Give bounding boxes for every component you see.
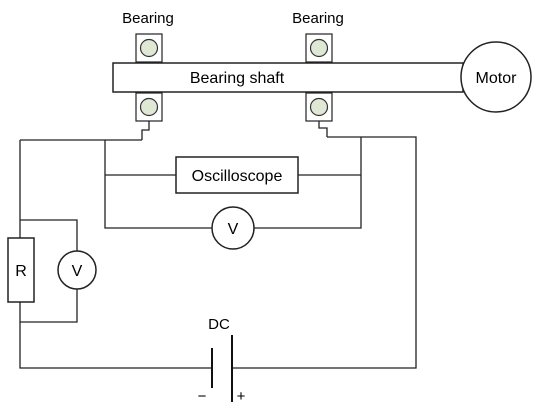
resistor (7, 237, 35, 303)
voltmeter-shaft (211, 206, 255, 250)
bearing-shaft-label: Bearing shaft (190, 70, 285, 87)
motor (460, 41, 532, 113)
dc-label: DC (208, 316, 230, 333)
bearing-bottom-right (305, 92, 333, 122)
bearing-top-left (135, 33, 163, 63)
bearing-shaft (112, 62, 464, 93)
dc-source (211, 335, 233, 402)
circuit-wiring (19, 121, 417, 369)
oscilloscope (175, 156, 299, 194)
dc-plus-label: + (237, 388, 246, 405)
oscilloscope-label: Oscilloscope (192, 168, 283, 185)
bearing-top-right (305, 33, 333, 63)
voltmeter-resistor-label: V (72, 263, 83, 280)
bearing-label-right: Bearing (292, 10, 344, 27)
bearing-bottom-left (135, 92, 163, 122)
voltmeter-resistor (57, 250, 97, 290)
dc-minus-label: − (198, 388, 207, 405)
voltmeter-shaft-label: V (228, 221, 239, 238)
bearing-label-left: Bearing (122, 10, 174, 27)
motor-label: Motor (476, 70, 518, 87)
resistor-label: R (15, 263, 27, 280)
